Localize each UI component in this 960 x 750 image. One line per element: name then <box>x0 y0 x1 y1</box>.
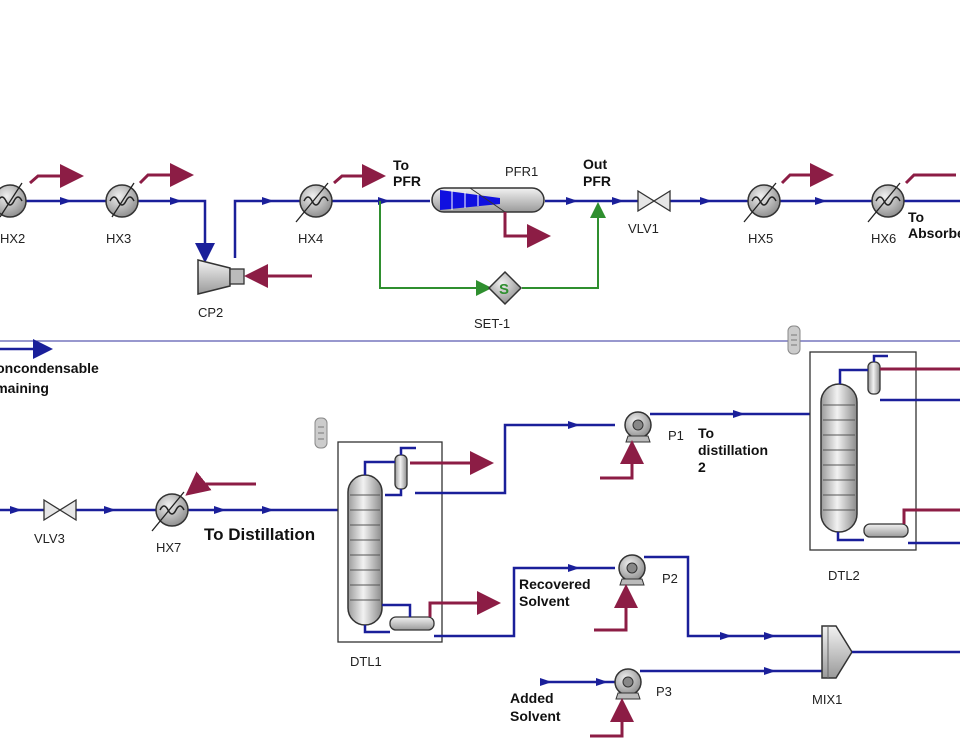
added-solvent-label-2: Solvent <box>510 708 561 724</box>
pfr1-reactor[interactable] <box>431 187 551 248</box>
p3-pump[interactable] <box>590 667 822 738</box>
dtl1-distillate-stream[interactable] <box>415 421 615 495</box>
p1-label: P1 <box>668 428 684 443</box>
recovered-solvent-label-1: Recovered <box>519 576 591 592</box>
to-distillation-label: To Distillation <box>204 525 315 544</box>
added-solvent-stream[interactable] <box>540 678 615 686</box>
vlv3-valve[interactable] <box>43 498 77 522</box>
recovered-solvent-label-2: Solvent <box>519 593 570 609</box>
noncondensable-label-1: Noncondensable <box>0 360 99 376</box>
hx7-heat-exchanger[interactable] <box>151 471 256 532</box>
cp2-label: CP2 <box>198 305 223 320</box>
hx5-heat-exchanger[interactable] <box>743 163 834 223</box>
added-solvent-label-1: Added <box>510 690 554 706</box>
dtl1-label: DTL1 <box>350 654 382 669</box>
set1-label: SET-1 <box>474 316 510 331</box>
to-distillation2-label-3: 2 <box>698 459 706 475</box>
scroll-handle-left[interactable] <box>314 417 328 449</box>
hx4-heat-exchanger[interactable] <box>295 164 386 223</box>
hx4-label: HX4 <box>298 231 323 246</box>
hx2-heat-exchanger[interactable] <box>0 164 84 218</box>
feed-to-distillation-stream[interactable] <box>0 506 345 514</box>
p2-pump[interactable] <box>594 554 822 640</box>
to-distillation2-label-1: To <box>698 425 714 441</box>
hx3-heat-exchanger[interactable] <box>105 163 194 218</box>
hx6-heat-exchanger[interactable] <box>867 173 956 223</box>
dtl1-distillation-column[interactable] <box>337 441 501 643</box>
p2-label: P2 <box>662 571 678 586</box>
noncondensable-label-2: remaining <box>0 380 49 396</box>
mix1-label: MIX1 <box>812 692 842 707</box>
top-main-stream[interactable] <box>0 197 960 263</box>
hx7-label: HX7 <box>156 540 181 555</box>
set1-symbol: S <box>499 281 509 298</box>
to-pfr-label-1: To <box>393 157 409 173</box>
out-pfr-label-1: Out <box>583 156 607 172</box>
dtl2-distillation-column[interactable] <box>809 351 960 551</box>
recovered-solvent-stream[interactable] <box>434 564 615 638</box>
hx2-label: HX2 <box>0 231 25 246</box>
hx3-label: HX3 <box>106 231 131 246</box>
out-pfr-label-2: PFR <box>583 173 611 189</box>
scroll-handle-right[interactable] <box>787 325 801 355</box>
to-absorber-label-2: Absorber <box>908 225 960 241</box>
vlv3-label: VLV3 <box>34 531 65 546</box>
hx5-label: HX5 <box>748 231 773 246</box>
to-pfr-label-2: PFR <box>393 173 421 189</box>
dtl2-label: DTL2 <box>828 568 860 583</box>
hx6-label: HX6 <box>871 231 896 246</box>
cp2-compressor[interactable] <box>197 259 312 295</box>
to-distillation2-label-2: distillation <box>698 442 768 458</box>
mix1-mixer[interactable] <box>821 625 960 679</box>
to-absorber-label-1: To <box>908 209 924 225</box>
pfr1-label: PFR1 <box>505 164 538 179</box>
p1-pump[interactable] <box>600 410 810 480</box>
p3-label: P3 <box>656 684 672 699</box>
set1-logic-block[interactable]: S <box>379 201 606 306</box>
vlv1-label: VLV1 <box>628 221 659 236</box>
vlv1-valve[interactable] <box>637 189 671 213</box>
